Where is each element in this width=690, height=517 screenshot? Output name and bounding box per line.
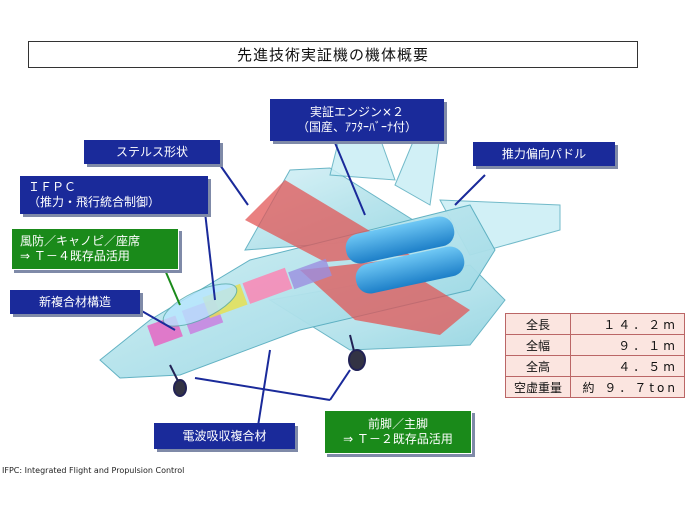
spec-value: ４．５m [570, 355, 685, 377]
engine-upper [345, 216, 455, 264]
spec-key: 全幅 [505, 334, 571, 356]
spec-key: 全高 [505, 355, 571, 377]
spec-row: 空虚重量 約 ９．７ton [505, 376, 685, 398]
engine-label: 実証エンジン×２ （国産、ｱﾌﾀｰﾊﾞｰﾅ付） [270, 99, 444, 141]
thrust-vectoring-paddle-label: 推力偏向パドル [473, 142, 615, 166]
spec-row: 全幅 ９．１m [505, 334, 685, 356]
ifpc-label: ＩＦＰＣ （推力・飛行統合制御） [20, 176, 208, 214]
radar-absorbing-label: 電波吸収複合材 [154, 423, 295, 449]
footnote: IFPC: Integrated Flight and Propulsion C… [2, 466, 185, 475]
canopy [162, 283, 238, 327]
nose-gear [169, 364, 187, 397]
stealth-shape-label: ステルス形状 [84, 140, 220, 164]
stealth-red-lower [300, 260, 470, 335]
page-title: 先進技術実証機の機体概要 [28, 41, 638, 68]
spec-key: 全長 [505, 313, 571, 335]
spec-value: １４．２m [570, 313, 685, 335]
spec-row: 全高 ４．５m [505, 355, 685, 377]
landing-gear-label: 前脚／主脚 ⇒ Ｔ－２既存品活用 [324, 410, 472, 454]
spec-value: 約 ９．７ton [570, 376, 685, 398]
composite-structure-label: 新複合材構造 [10, 290, 140, 314]
spec-table: 全長 １４．２m 全幅 ９．１m 全高 ４．５m 空虚重量 約 ９．７ton [505, 313, 685, 398]
spec-key: 空虚重量 [505, 376, 571, 398]
engine-lower [355, 246, 465, 294]
spec-row: 全長 １４．２m [505, 313, 685, 335]
canopy-seat-label: 風防／キャノピ／座席 ⇒ Ｔ－４既存品活用 [11, 228, 179, 270]
main-gear [348, 334, 366, 371]
spec-value: ９．１m [570, 334, 685, 356]
